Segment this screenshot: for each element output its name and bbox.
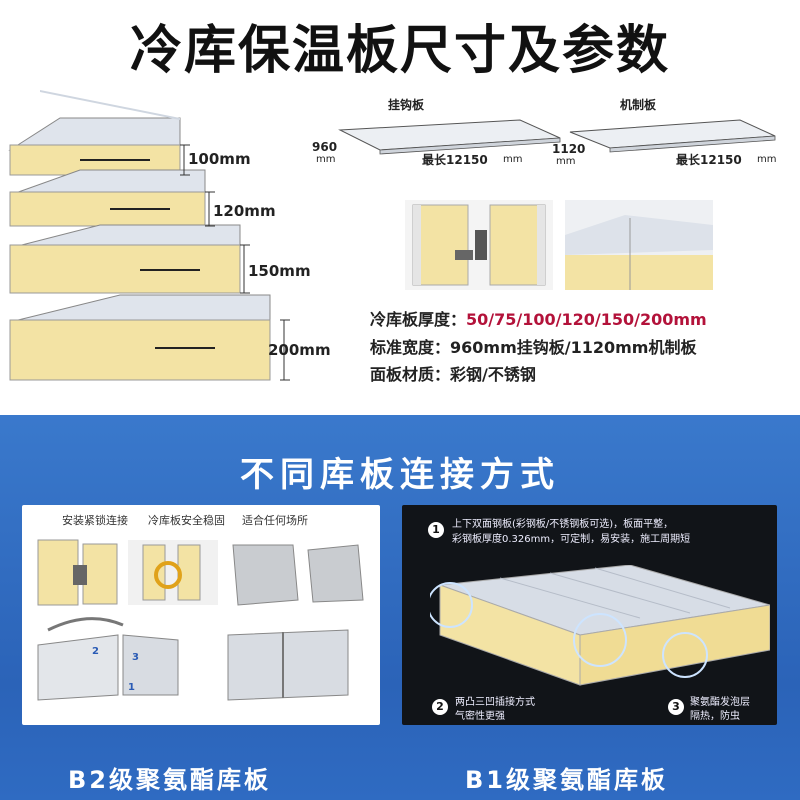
caption-install: 安装紧锁连接 — [62, 514, 128, 527]
machine-panel-width-unit: mm — [556, 156, 576, 167]
panel-joint-photo — [565, 200, 713, 290]
caption-anywhere: 适合任何场所 — [242, 514, 308, 527]
page-title: 冷库保温板尺寸及参数 — [129, 21, 670, 81]
marker-1: 1 — [128, 682, 135, 693]
footer-b1-label: B1级聚氨酯库板 — [465, 766, 668, 794]
hook-panel-name: 挂钩板 — [388, 98, 425, 112]
spec-thickness: 冷库板厚度：50/75/100/120/150/200mm — [370, 306, 707, 330]
point-2-number: 2 — [432, 699, 448, 715]
marker-2: 2 — [92, 646, 99, 657]
machine-panel-name: 机制板 — [620, 98, 657, 112]
spec-material: 面板材质：彩钢/不锈钢 — [370, 361, 536, 385]
point-2-text-b: 气密性更强 — [455, 711, 505, 722]
caption-stable: 冷库板安全稳固 — [148, 514, 225, 527]
hook-panel-length-unit: mm — [503, 154, 523, 165]
hook-panel-width: 960 — [312, 140, 338, 154]
marker-3: 3 — [132, 652, 139, 663]
machine-panel-length-unit: mm — [757, 154, 777, 165]
thickness-diagram — [8, 90, 290, 381]
hook-panel-length: 最长12150 — [422, 153, 488, 167]
b1-panel-illustration — [430, 565, 770, 686]
thickness-label-200: 200mm — [268, 341, 331, 359]
point-3-text-b: 隔热，防虫 — [690, 711, 740, 722]
dimension-brackets — [180, 144, 290, 381]
point-1-text-a: 上下双面钢板(彩钢板/不锈钢板可选)，板面平整， — [452, 519, 674, 530]
panel-outlines — [338, 119, 776, 155]
slab-150mm — [9, 224, 241, 294]
spec-thickness-value: 50/75/100/120/150/200mm — [466, 310, 707, 329]
footer-b2-label: B2级聚氨酯库板 — [68, 766, 271, 794]
point-3-number: 3 — [668, 699, 684, 715]
thickness-label-120: 120mm — [213, 202, 276, 220]
point-1-number: 1 — [428, 522, 444, 538]
spec-thickness-label: 冷库板厚度： — [370, 310, 467, 329]
spec-material-value: 彩钢/不锈钢 — [450, 365, 536, 384]
point-3-text-a: 聚氨酯发泡层 — [690, 697, 750, 708]
slab-100mm — [8, 90, 181, 176]
slab-120mm — [9, 169, 206, 227]
machine-panel-length: 最长12150 — [676, 153, 742, 167]
machine-panel-width: 1120 — [552, 142, 586, 156]
thickness-label-150: 150mm — [248, 262, 311, 280]
spec-material-label: 面板材质： — [370, 365, 451, 384]
point-1-text-b: 彩钢板厚度0.326mm，可定制，易安装，施工周期短 — [452, 534, 691, 545]
hook-joint-photo — [405, 200, 553, 290]
thickness-label-100: 100mm — [188, 150, 251, 168]
hook-panel-width-unit: mm — [316, 154, 336, 165]
slab-200mm — [9, 294, 271, 381]
spec-width: 标准宽度：960mm挂钩板/1120mm机制板 — [370, 334, 696, 358]
spec-width-value: 960mm挂钩板/1120mm机制板 — [450, 338, 697, 357]
point-2-text-a: 两凸三凹插接方式 — [455, 697, 535, 708]
b2-connection-illustrations — [37, 539, 364, 701]
section-title: 不同库板连接方式 — [240, 455, 560, 495]
spec-width-label: 标准宽度： — [370, 338, 451, 357]
